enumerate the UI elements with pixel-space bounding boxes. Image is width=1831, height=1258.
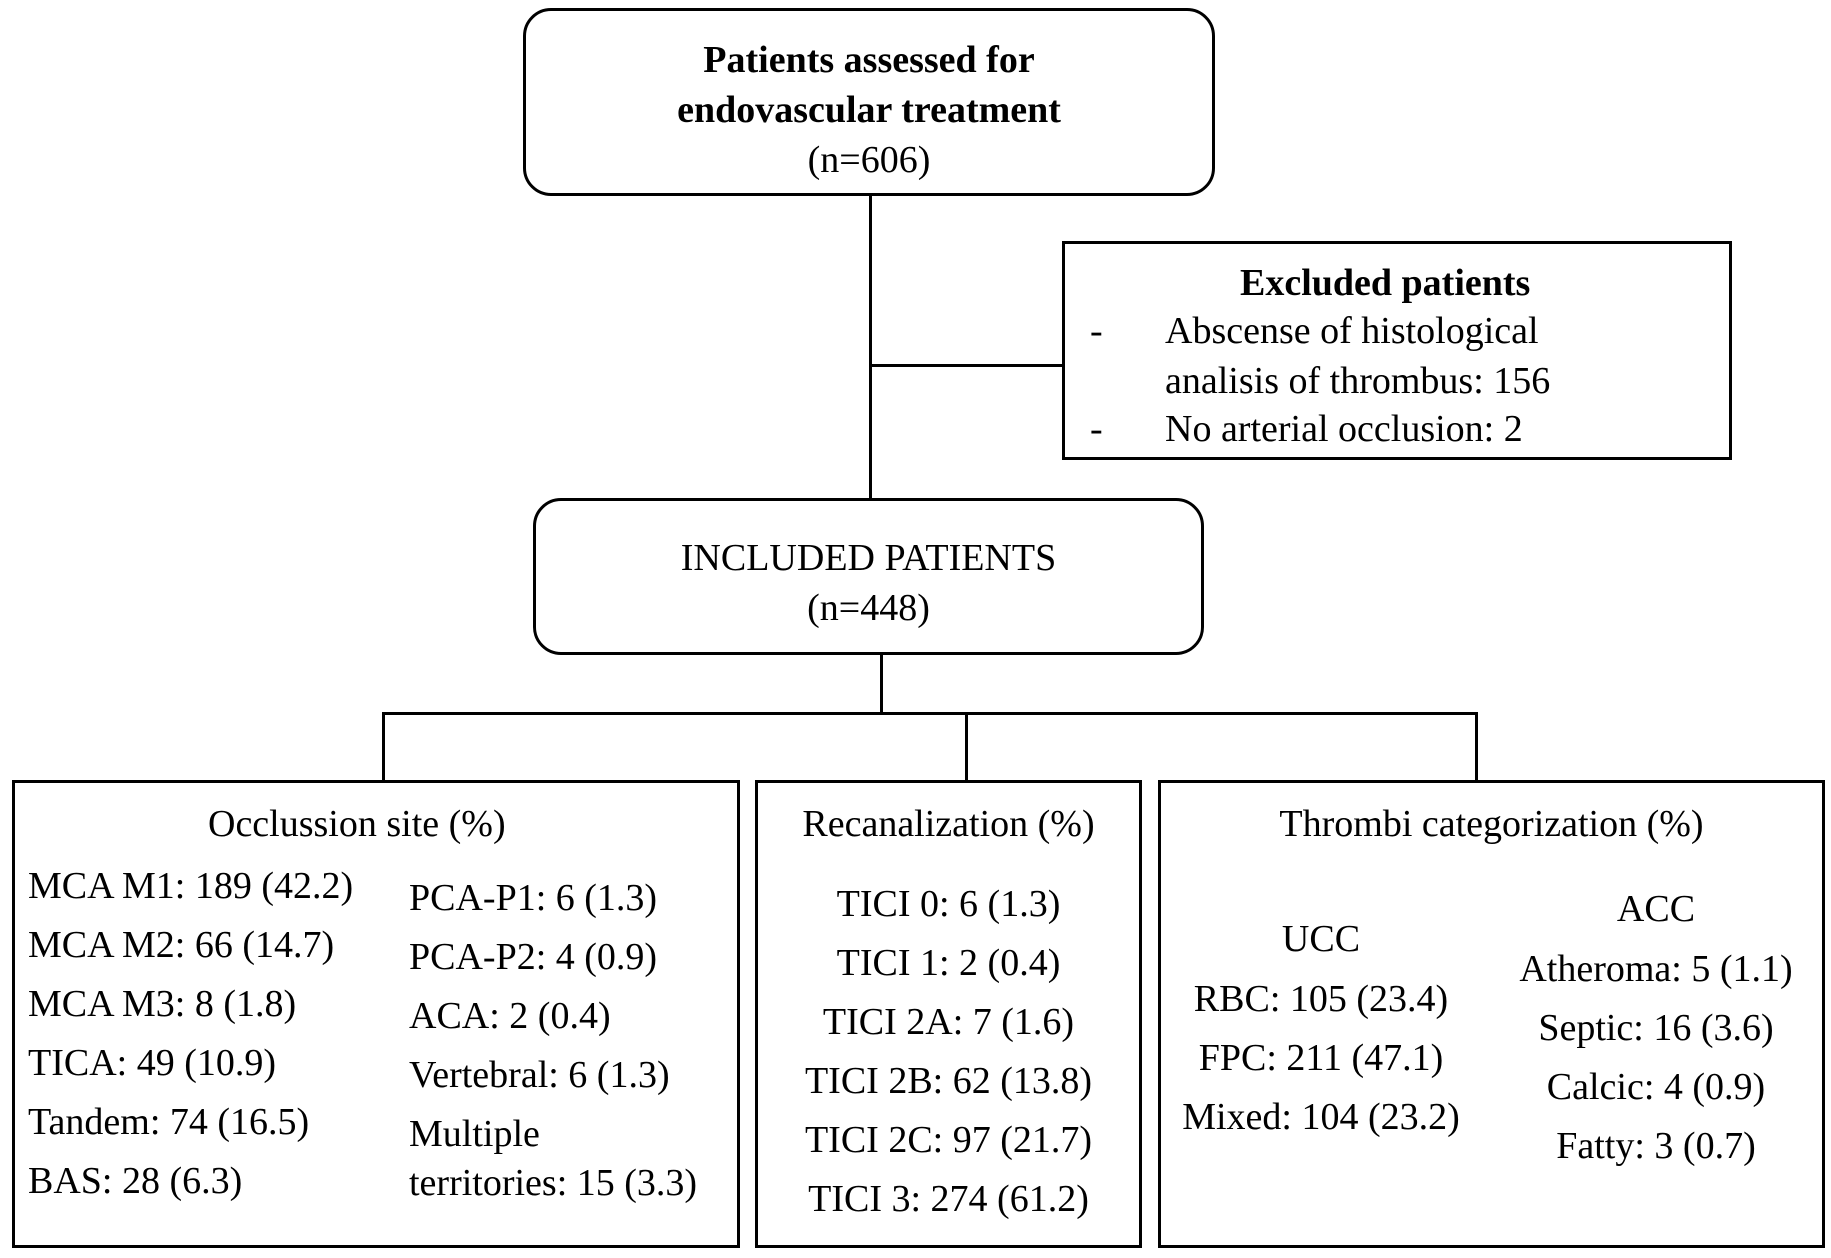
connector-horizontal-split: [382, 712, 1478, 715]
included-patients-box: INCLUDED PATIENTS (n=448): [533, 498, 1204, 655]
acc-item: Atheroma: 5 (1.1): [1519, 948, 1793, 990]
connector-to-occlusion: [382, 712, 385, 782]
excluded-bullet-1: -: [1090, 310, 1103, 352]
occlusion-item: BAS: 28 (6.3): [28, 1160, 243, 1202]
connector-to-thrombi: [1475, 712, 1478, 782]
occlusion-item: Vertebral: 6 (1.3): [409, 1054, 670, 1096]
occlusion-item: ACA: 2 (0.4): [409, 995, 611, 1037]
assessed-title-line2: endovascular treatment: [677, 89, 1061, 131]
occlusion-item: Tandem: 74 (16.5): [28, 1101, 310, 1143]
excluded-item2: No arterial occlusion: 2: [1165, 408, 1523, 450]
excluded-patients-box: Excluded patients - Abscense of histolog…: [1062, 241, 1732, 460]
connector-assessed-to-included: [869, 196, 872, 501]
included-count: (n=448): [807, 587, 930, 629]
occlusion-item: MCA M1: 189 (42.2): [28, 865, 354, 907]
assessed-patients-box: Patients assessed for endovascular treat…: [523, 8, 1215, 196]
recanalization-item: TICI 3: 274 (61.2): [808, 1178, 1089, 1220]
connector-to-recanalization: [965, 712, 968, 782]
occlusion-item: PCA-P2: 4 (0.9): [409, 936, 658, 978]
occlusion-item: MCA M3: 8 (1.8): [28, 983, 297, 1025]
excluded-bullet-2: -: [1090, 408, 1103, 450]
occlusion-item: Multiple: [409, 1113, 540, 1155]
acc-item: Calcic: 4 (0.9): [1546, 1066, 1766, 1108]
excluded-title: Excluded patients: [1240, 262, 1531, 304]
excluded-item1-line1: Abscense of histological: [1165, 310, 1539, 352]
ucc-item: FPC: 211 (47.1): [1198, 1037, 1444, 1079]
thrombi-categorization-box: Thrombi categorization (%) UCC RBC: 105 …: [1158, 780, 1825, 1248]
included-title: INCLUDED PATIENTS: [680, 537, 1057, 579]
connector-included-down: [880, 655, 883, 715]
acc-item: Fatty: 3 (0.7): [1556, 1125, 1756, 1167]
acc-item: Septic: 16 (3.6): [1538, 1007, 1774, 1049]
thrombi-title: Thrombi categorization (%): [1279, 803, 1704, 845]
assessed-title-line1: Patients assessed for: [703, 39, 1035, 81]
occlusion-site-box: Occlussion site (%) MCA M1: 189 (42.2) M…: [12, 780, 740, 1248]
recanalization-box: Recanalization (%) TICI 0: 6 (1.3) TICI …: [755, 780, 1142, 1248]
acc-label: ACC: [1616, 888, 1696, 930]
ucc-label: UCC: [1281, 918, 1361, 960]
recanalization-item: TICI 0: 6 (1.3): [836, 883, 1061, 925]
recanalization-item: TICI 2C: 97 (21.7): [804, 1119, 1093, 1161]
assessed-count: (n=606): [807, 139, 931, 181]
occlusion-item: TICA: 49 (10.9): [28, 1042, 277, 1084]
excluded-item1-line2: analisis of thrombus: 156: [1165, 360, 1551, 402]
occlusion-title: Occlussion site (%): [208, 803, 506, 845]
occlusion-item: MCA M2: 66 (14.7): [28, 924, 335, 966]
ucc-item: RBC: 105 (23.4): [1193, 978, 1449, 1020]
recanalization-item: TICI 2B: 62 (13.8): [804, 1060, 1093, 1102]
recanalization-title: Recanalization (%): [802, 803, 1095, 845]
occlusion-item: territories: 15 (3.3): [409, 1162, 698, 1204]
recanalization-item: TICI 1: 2 (0.4): [836, 942, 1061, 984]
recanalization-item: TICI 2A: 7 (1.6): [822, 1001, 1075, 1043]
ucc-item: Mixed: 104 (23.2): [1182, 1096, 1460, 1138]
connector-to-excluded: [869, 364, 1065, 367]
occlusion-item: PCA-P1: 6 (1.3): [409, 877, 658, 919]
